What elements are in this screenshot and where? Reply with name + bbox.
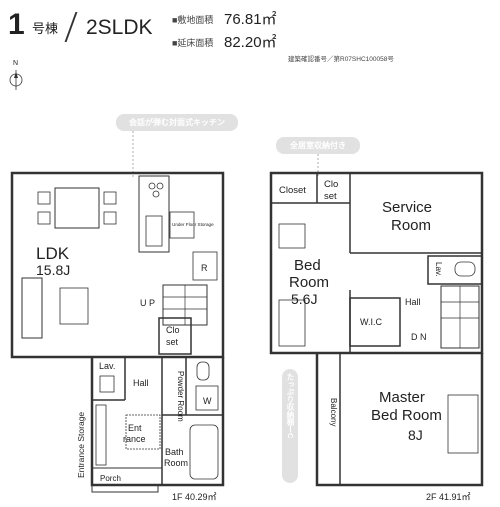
bed-2f [278,299,306,347]
washer-box [195,385,219,411]
porch-outline [91,484,159,493]
kitchen-callout: 会話が弾む対面式キッチン [116,114,238,131]
bed-room-label-1: Bed [294,257,321,274]
entrance-label-1: Ent [128,423,142,433]
lav-sink-1f [99,375,115,393]
service-room-label-2: Room [391,217,431,234]
floor-area-value: 82.20㎡ [224,34,277,51]
closet-1f-label-2: set [166,337,179,347]
closet-2f-label: Closet [279,185,306,196]
entrance-step [125,414,161,450]
ldk-label: LDK [36,244,70,263]
site-area-value: 76.81㎡ [224,11,277,28]
underfloor-storage-label: Under Floor Storage [172,222,214,227]
lav-2f-outline [427,255,483,285]
toilet-2f [454,261,476,277]
powder-room-label: Powder Room [176,371,185,422]
kitchen-sink [145,215,163,247]
dn-label: D N [411,332,427,342]
compass-icon [8,68,24,92]
porch-label: Porch [100,474,121,483]
bed-room-label-2: Room [289,274,329,291]
entrance-label-2: rance [123,434,146,444]
floor1-plan [10,171,225,493]
r-cabinet [192,251,218,281]
sofa [21,277,43,339]
closet-1f [158,317,192,355]
floor2-area-label: 2F 41.91㎡ [426,492,471,502]
compass-north-label: N [13,60,19,67]
r-label: R [201,263,208,273]
low-table [59,287,89,325]
master-bed-size: 8J [408,427,423,443]
master-bed [447,394,479,454]
building-suffix: 号棟 [32,21,59,36]
stove-burner [156,182,164,190]
kitchen-counter [138,175,170,253]
w-label: W [203,396,212,406]
powder-toilet [196,361,210,381]
stove-burner [148,182,156,190]
dining-chair [37,211,51,225]
desk-2f [278,223,306,249]
balcony-label: Balcony [329,398,338,426]
building-number: 1 [8,8,25,41]
closet-b-label-1: Clo [324,179,338,190]
bed-room-size: 5.6J [291,291,317,307]
entrance-storage-label: Entrance Storage [76,412,86,478]
bathtub [189,424,219,480]
floor2-lower-wall [315,353,484,487]
entrance-storage-cabinet [95,404,107,466]
dining-chair [37,191,51,205]
layout-type: 2SLDK [86,16,153,39]
floor1-area-label: 1F 40.29㎡ [172,492,217,502]
site-area-label: ■敷地面積 [172,15,214,25]
bath-label-1: Bath [165,447,184,457]
up-label: U P [140,298,155,308]
balcony-storage-callout-text: たっぷり収納棚ーC [286,373,295,439]
service-room-label-1: Service [382,199,432,216]
permit-number: 建築確認番号／第R07SHC100058号 [288,56,394,63]
dining-chair [103,191,117,205]
floor2-plan [269,171,484,487]
stove-burner [152,190,160,198]
bath-label-2: Room [164,458,188,468]
underfloor-storage-box [169,211,195,239]
dining-table [54,187,100,229]
closet-1f-label-1: Clo [166,325,180,335]
dining-chair [103,211,117,225]
wic-label: W.I.C [360,317,382,327]
wic-outline [349,297,401,347]
hall-1f-label: Hall [133,378,149,388]
ldk-size: 15.8J [36,262,70,278]
balcony-storage-callout: たっぷり収納棚ーC [282,369,298,483]
closet-b-label-2: set [324,191,337,202]
closets-callout: 全居室収納付き [276,137,360,154]
lav-1f-label: Lav. [99,361,115,371]
master-bed-label-2: Bed Room [371,407,442,424]
master-bed-label-1: Master [379,389,425,406]
lav-2f-label: Lav. [434,262,443,277]
hall-2f-label: Hall [405,297,421,307]
floor-area-label: ■延床面積 [172,38,214,48]
